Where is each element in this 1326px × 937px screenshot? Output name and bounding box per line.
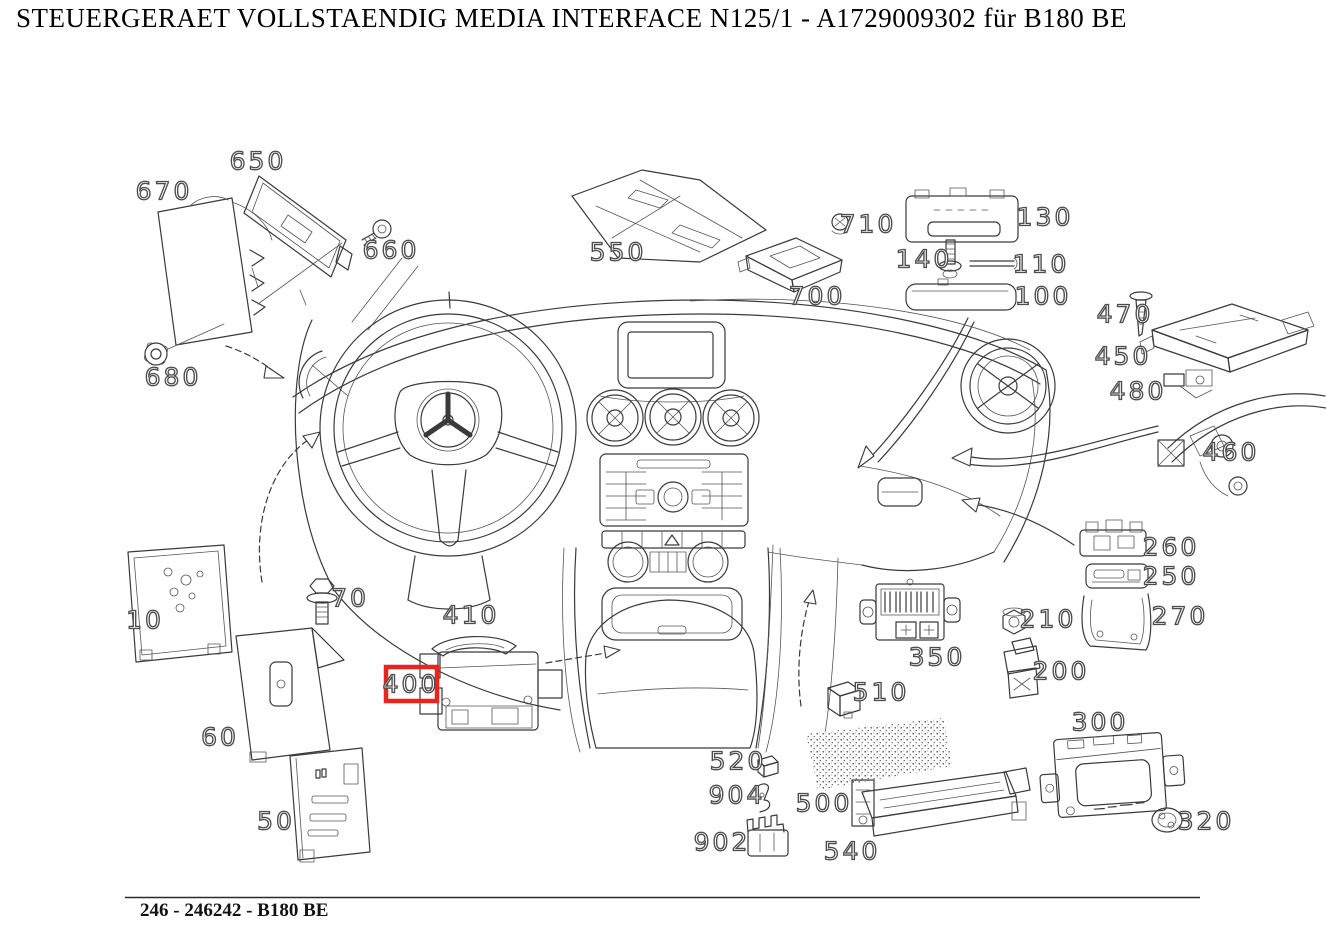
part-270-bracket: [1081, 593, 1152, 651]
head-unit: [599, 453, 749, 549]
center-air-vents: [586, 388, 760, 447]
highlight-box-400: [383, 664, 440, 704]
mercedes-star-icon: [423, 391, 473, 438]
part-260-bracket: [1079, 519, 1147, 557]
part-540-support-rail: [851, 767, 1031, 837]
part-410-lid: [431, 636, 517, 657]
center-console: [562, 541, 839, 753]
part-label-270[interactable]: 270: [1151, 601, 1209, 631]
glovebox-handle: [877, 477, 923, 507]
part-470-screw: [1129, 291, 1153, 337]
part-label-350[interactable]: 350: [908, 642, 966, 672]
part-label-540[interactable]: 540: [823, 836, 881, 866]
part-label-250[interactable]: 250: [1142, 561, 1200, 591]
part-660-screw: [361, 219, 392, 246]
part-350-module: [859, 578, 961, 641]
right-air-vent: [960, 338, 1056, 434]
part-130-bracket: [905, 187, 1019, 243]
part-label-902[interactable]: 902: [693, 827, 751, 857]
part-label-480[interactable]: 480: [1109, 376, 1167, 406]
part-320-grommet: [1151, 807, 1183, 833]
part-300-module: [1039, 731, 1186, 819]
part-904-clip: [757, 783, 771, 813]
part-label-500[interactable]: 500: [795, 788, 853, 818]
part-670-foam-bracket: [157, 196, 273, 346]
part-label-450[interactable]: 450: [1094, 341, 1152, 371]
part-140-screw: [938, 239, 962, 279]
part-label-130[interactable]: 130: [1016, 202, 1074, 232]
left-air-vent: [298, 350, 349, 399]
part-label-904[interactable]: 904: [708, 780, 766, 810]
part-550-insulation-panel: [571, 169, 767, 263]
part-label-680[interactable]: 680: [144, 362, 202, 392]
part-label-110[interactable]: 110: [1012, 249, 1070, 279]
part-710-screw: [831, 213, 849, 235]
leader-lines: [167, 242, 343, 350]
page-title: STEUERGERAET VOLLSTAENDIG MEDIA INTERFAC…: [16, 3, 1127, 33]
part-100-cover: [905, 278, 1017, 311]
part-680-grommet: [143, 342, 168, 366]
part-700-module: [737, 237, 843, 293]
part-200-connector: [1003, 637, 1041, 699]
part-label-670[interactable]: 670: [135, 176, 193, 206]
part-450-module: [1139, 303, 1315, 373]
part-label-410[interactable]: 410: [442, 600, 500, 630]
part-label-650[interactable]: 650: [229, 146, 287, 176]
part-210-nut: [1002, 607, 1026, 635]
dashboard-art: [292, 257, 1056, 753]
part-label-70[interactable]: 70: [330, 583, 369, 613]
part-label-260[interactable]: 260: [1142, 532, 1200, 562]
part-520-fuse: [757, 755, 779, 778]
arrows: [225, 317, 1159, 707]
part-label-700[interactable]: 700: [788, 281, 846, 311]
part-400-media-interface: [419, 651, 563, 731]
part-label-300[interactable]: 300: [1071, 707, 1129, 737]
part-label-520[interactable]: 520: [709, 746, 767, 776]
part-label-50[interactable]: 50: [256, 806, 295, 836]
part-460-assembly: [1157, 393, 1326, 497]
part-10-plate: [127, 544, 233, 663]
part-110-pin: [969, 257, 1018, 270]
part-label-140[interactable]: 140: [895, 244, 953, 274]
part-label-470[interactable]: 470: [1096, 299, 1154, 329]
part-60-module: [235, 627, 345, 763]
part-label-460[interactable]: 460: [1202, 437, 1260, 467]
part-label-550[interactable]: 550: [589, 237, 647, 267]
part-510-relay: [827, 681, 861, 719]
part-label-710[interactable]: 710: [839, 209, 897, 239]
part-250-bracket: [1085, 563, 1149, 589]
part-label-100[interactable]: 100: [1014, 281, 1072, 311]
part-70-bolt: [306, 578, 338, 625]
footer-text: 246 - 246242 - B180 BE: [140, 900, 328, 921]
part-label-10[interactable]: 10: [125, 605, 164, 635]
part-label-320[interactable]: 320: [1177, 806, 1235, 836]
part-902-connector: [746, 814, 789, 857]
part-label-200[interactable]: 200: [1032, 656, 1090, 686]
part-label-210[interactable]: 210: [1019, 604, 1077, 634]
part-50-plate: [289, 747, 371, 863]
part-label-60[interactable]: 60: [200, 722, 239, 752]
part-label-400[interactable]: 400: [382, 669, 440, 699]
center-display: [599, 321, 745, 403]
steering-wheel: [319, 291, 577, 610]
part-480-bracket: [1163, 369, 1213, 399]
part-500-insulation-pad: [806, 718, 952, 790]
part-label-660[interactable]: 660: [362, 235, 420, 265]
part-650-mounting-rail: [243, 175, 353, 306]
part-label-510[interactable]: 510: [852, 677, 910, 707]
